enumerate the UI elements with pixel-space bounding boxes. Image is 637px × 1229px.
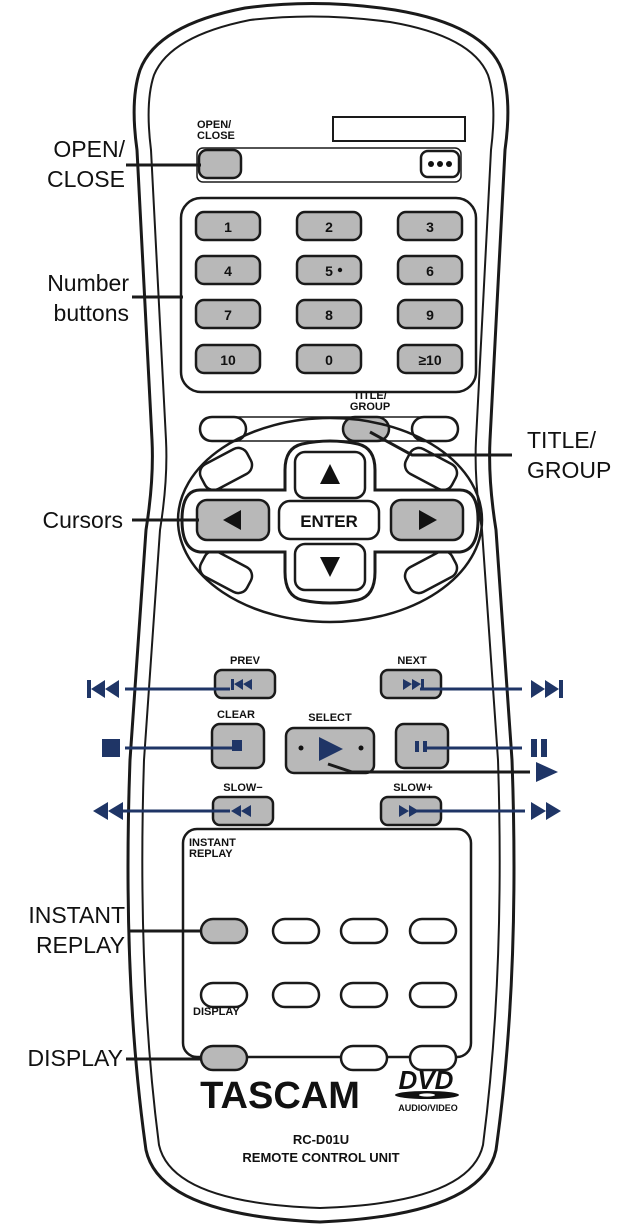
stop-icon [102, 739, 120, 757]
open-close-button[interactable] [197, 148, 243, 180]
unit-name-label: REMOTE CONTROL UNIT [242, 1150, 399, 1165]
up-arrow-icon [320, 464, 340, 484]
lower-button-3-4[interactable] [408, 1044, 458, 1072]
ring-button-bottom-right[interactable] [401, 547, 460, 596]
skip-forward-icon [531, 680, 563, 698]
number-button-5[interactable] [295, 254, 363, 286]
rewind-icon [231, 805, 251, 817]
model-label: RC-D01U [293, 1132, 349, 1147]
title-group-small-label: TITLE/GROUP [350, 390, 390, 413]
number-button-label: 0 [325, 352, 333, 368]
number-button-11[interactable] [295, 343, 363, 375]
ring-button-bottom-left[interactable] [196, 547, 255, 596]
clear-label: CLEAR [217, 709, 255, 721]
lower-button-1-3[interactable] [339, 917, 389, 945]
lower-button-2-4[interactable] [408, 981, 458, 1009]
ring-button-top-left[interactable] [196, 444, 255, 493]
display-small-label: DISPLAY [193, 1006, 240, 1018]
number-button-label: 4 [224, 263, 232, 279]
number-button-2[interactable] [295, 210, 363, 242]
lower-button-2-1[interactable] [199, 981, 249, 1009]
svg-text:DVD: DVD [399, 1065, 454, 1095]
number-button-4[interactable] [194, 254, 262, 286]
lower-button-1-4[interactable] [408, 917, 458, 945]
display-button[interactable] [199, 1044, 249, 1072]
number-button-12[interactable] [396, 343, 464, 375]
leader-lines [126, 163, 530, 1061]
select-dot-right [358, 745, 364, 751]
skip-back-icon [87, 680, 119, 698]
display-callout: DISPLAY [27, 1045, 123, 1071]
lower-button-1-2[interactable] [271, 917, 321, 945]
stop-icon [232, 740, 242, 751]
number-button-6[interactable] [396, 254, 464, 286]
svg-text:AUDIO/VIDEO: AUDIO/VIDEO [398, 1103, 458, 1113]
remote-inner-rim [141, 15, 501, 1210]
remote-body [126, 1, 516, 1224]
play-icon [536, 762, 558, 782]
slow-plus-label: SLOW+ [393, 782, 432, 794]
lower-button-2-2[interactable] [271, 981, 321, 1009]
select-dot-left [298, 745, 304, 751]
brand-logo: TASCAM [200, 1075, 360, 1117]
cursors-callout: Cursors [42, 507, 123, 533]
dvd-logo: DVD AUDIO/VIDEO [395, 1065, 459, 1113]
left-arrow-icon [223, 510, 241, 530]
number-button-label: 9 [426, 307, 434, 323]
down-arrow-icon [320, 557, 340, 577]
next-label: NEXT [397, 655, 427, 667]
skip-forward-icon [403, 679, 424, 690]
prev-label: PREV [230, 655, 261, 667]
play-icon [319, 737, 343, 761]
pause-icon [531, 739, 547, 757]
number-button-label: 10 [220, 352, 236, 368]
enter-label: ENTER [300, 512, 358, 531]
title-left-button[interactable] [198, 415, 248, 443]
lower-button-3-3[interactable] [339, 1044, 389, 1072]
right-arrow-icon [419, 510, 437, 530]
lower-button-block [181, 827, 473, 1059]
number-button-10[interactable] [194, 343, 262, 375]
enter-button[interactable] [277, 499, 381, 541]
number-button-label: ≥10 [418, 352, 441, 368]
select-label: SELECT [308, 712, 352, 724]
tactile-dot [337, 267, 343, 273]
fast-forward-icon [531, 802, 561, 820]
number-button-label: 2 [325, 219, 333, 235]
number-buttons-callout: Number buttons [47, 270, 129, 326]
skip-back-icon [231, 679, 252, 690]
number-button-7[interactable] [194, 298, 262, 330]
number-button-label: 8 [325, 307, 333, 323]
number-button-label: 3 [426, 219, 434, 235]
title-group-callout: TITLE/ GROUP [527, 427, 612, 483]
number-button-label: 6 [426, 263, 434, 279]
number-block [179, 196, 478, 394]
number-button-8[interactable] [295, 298, 363, 330]
ir-window [332, 116, 466, 142]
instant-replay-callout: INSTANT REPLAY [28, 902, 125, 958]
title-right-button[interactable] [410, 415, 460, 443]
blue-leader-lines [122, 687, 525, 813]
number-button-9[interactable] [396, 298, 464, 330]
number-button-label: 5 [325, 263, 333, 279]
rewind-icon [93, 802, 123, 820]
number-button-label: 1 [224, 219, 232, 235]
lower-button-2-3[interactable] [339, 981, 389, 1009]
open-close-callout: OPEN/ CLOSE [47, 136, 125, 192]
slow-minus-label: SLOW− [223, 782, 262, 794]
number-button-1[interactable] [194, 210, 262, 242]
pause-button[interactable] [394, 722, 450, 770]
ellipsis-icon [428, 161, 452, 167]
number-button-3[interactable] [396, 210, 464, 242]
instant-replay-button[interactable] [199, 917, 249, 945]
open-close-small-label: OPEN/CLOSE [197, 119, 235, 142]
number-button-label: 7 [224, 307, 232, 323]
ring-button-top-right[interactable] [401, 444, 460, 493]
